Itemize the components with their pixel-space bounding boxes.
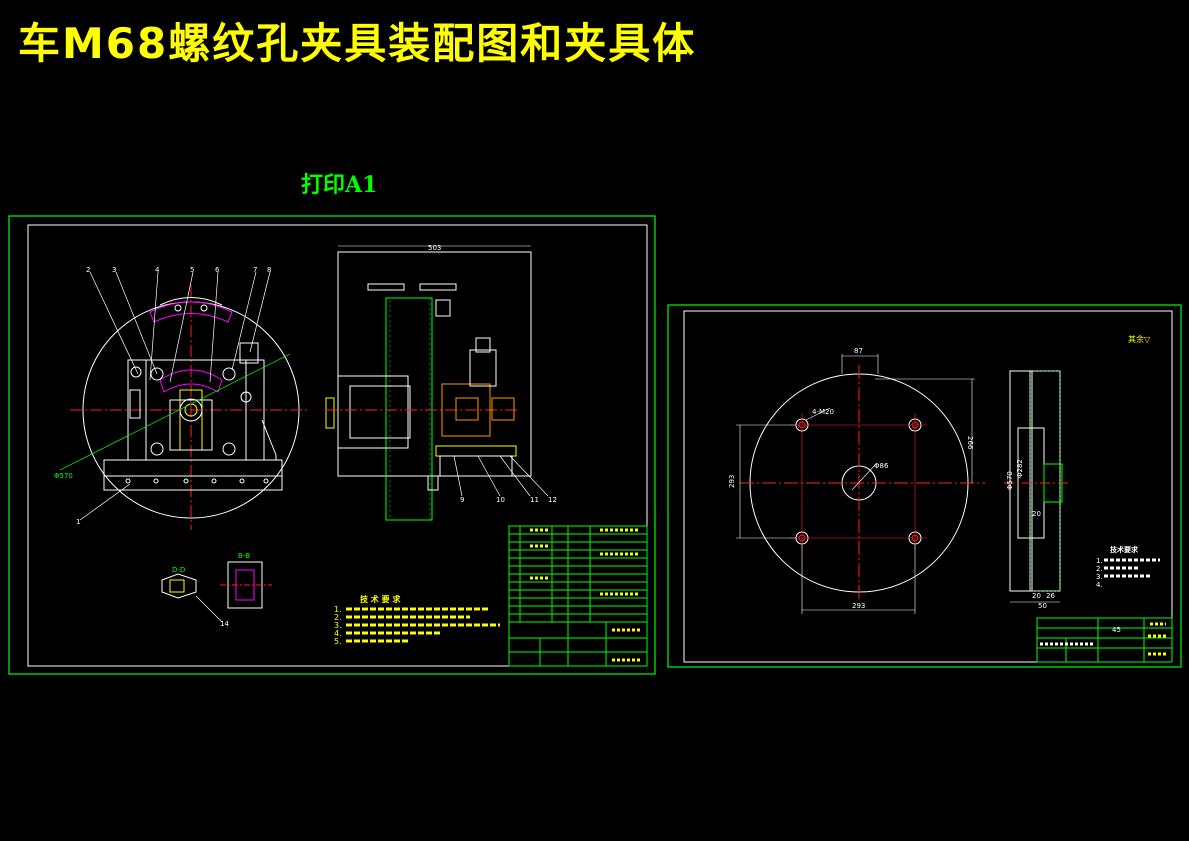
assembly-front-view: Φ570 2 3 4 5 6 7 8 1 xyxy=(54,266,310,530)
part-dim-hole-spacing: 87 xyxy=(854,347,863,355)
part-dim-height-right: 266 xyxy=(966,436,974,450)
print-note: 打印A1 xyxy=(301,172,378,198)
balloon-9: 9 xyxy=(460,496,464,504)
part-tech-req-item-3: 3. xyxy=(1096,573,1103,581)
assembly-width-dim: 503 xyxy=(428,244,441,252)
part-dim-inner-dia: Φ282 xyxy=(1016,459,1024,478)
balloon-12: 12 xyxy=(548,496,557,504)
part-sheet: 其余▽ 293 293 266 xyxy=(667,304,1182,668)
balloon-11: 11 xyxy=(530,496,539,504)
part-dim-step-c: 20 xyxy=(1032,510,1041,518)
balloon-2: 2 xyxy=(86,266,90,274)
part-dim-step-b: 26 xyxy=(1046,592,1055,600)
balloon-1: 1 xyxy=(76,518,80,526)
assembly-tech-req-item-2: 2. xyxy=(334,613,342,622)
assembly-tech-req-item-3: 3. xyxy=(334,621,342,630)
balloon-14: 14 xyxy=(220,620,229,628)
part-dim-bore: Φ86 xyxy=(874,462,889,470)
part-material: 45 xyxy=(1112,626,1121,634)
part-tech-req-item-4: 4. xyxy=(1096,581,1103,589)
assembly-tech-req: 技 术 要 求 1. 2. 3. 4. 5. xyxy=(334,594,500,646)
assembly-title-block xyxy=(508,525,648,667)
balloon-6: 6 xyxy=(215,266,220,274)
part-tech-req-title: 技术要求 xyxy=(1110,545,1139,554)
part-dim-thread: 4-M20 xyxy=(812,408,834,416)
assembly-detail-views: D-D B-B 14 xyxy=(161,552,272,628)
part-dim-step-a: 20 xyxy=(1032,592,1041,600)
part-dim-height-left: 293 xyxy=(728,475,736,488)
assembly-tech-req-item-1: 1. xyxy=(334,605,342,614)
balloon-10: 10 xyxy=(496,496,505,504)
balloon-5: 5 xyxy=(190,266,194,274)
assembly-side-view: 503 9 10 11 12 xyxy=(325,244,557,521)
part-roughness-note: 其余▽ xyxy=(1128,334,1151,344)
section-label-dd: D-D xyxy=(172,566,185,574)
part-tech-req-item-2: 2. xyxy=(1096,565,1103,573)
assembly-outer-dia: Φ570 xyxy=(54,472,73,480)
balloon-4: 4 xyxy=(155,266,160,274)
part-side-view: 50 20 26 20 Φ570 Φ282 xyxy=(1004,370,1070,610)
part-dim-width-bottom: 293 xyxy=(852,602,865,610)
assembly-tech-req-item-4: 4. xyxy=(334,629,342,638)
balloon-7: 7 xyxy=(253,266,257,274)
part-dim-thickness: 50 xyxy=(1038,602,1047,610)
part-dim-outer-dia: Φ570 xyxy=(1006,471,1014,490)
part-tech-req: 技术要求 1. 2. 3. 4. xyxy=(1096,545,1160,589)
section-label-bb: B-B xyxy=(238,552,250,560)
drawing-title: 车M68螺纹孔夹具装配图和夹具体 xyxy=(18,19,697,68)
part-tech-req-item-1: 1. xyxy=(1096,557,1103,565)
assembly-sheet: Φ570 2 3 4 5 6 7 8 1 503 xyxy=(8,215,656,675)
assembly-tech-req-title: 技 术 要 求 xyxy=(360,594,401,604)
part-front-view: 293 293 266 87 4-M20 Φ86 xyxy=(728,347,985,614)
balloon-3: 3 xyxy=(112,266,116,274)
assembly-tech-req-item-5: 5. xyxy=(334,637,342,646)
part-title-block: 45 xyxy=(1036,617,1173,663)
balloon-8: 8 xyxy=(267,266,271,274)
